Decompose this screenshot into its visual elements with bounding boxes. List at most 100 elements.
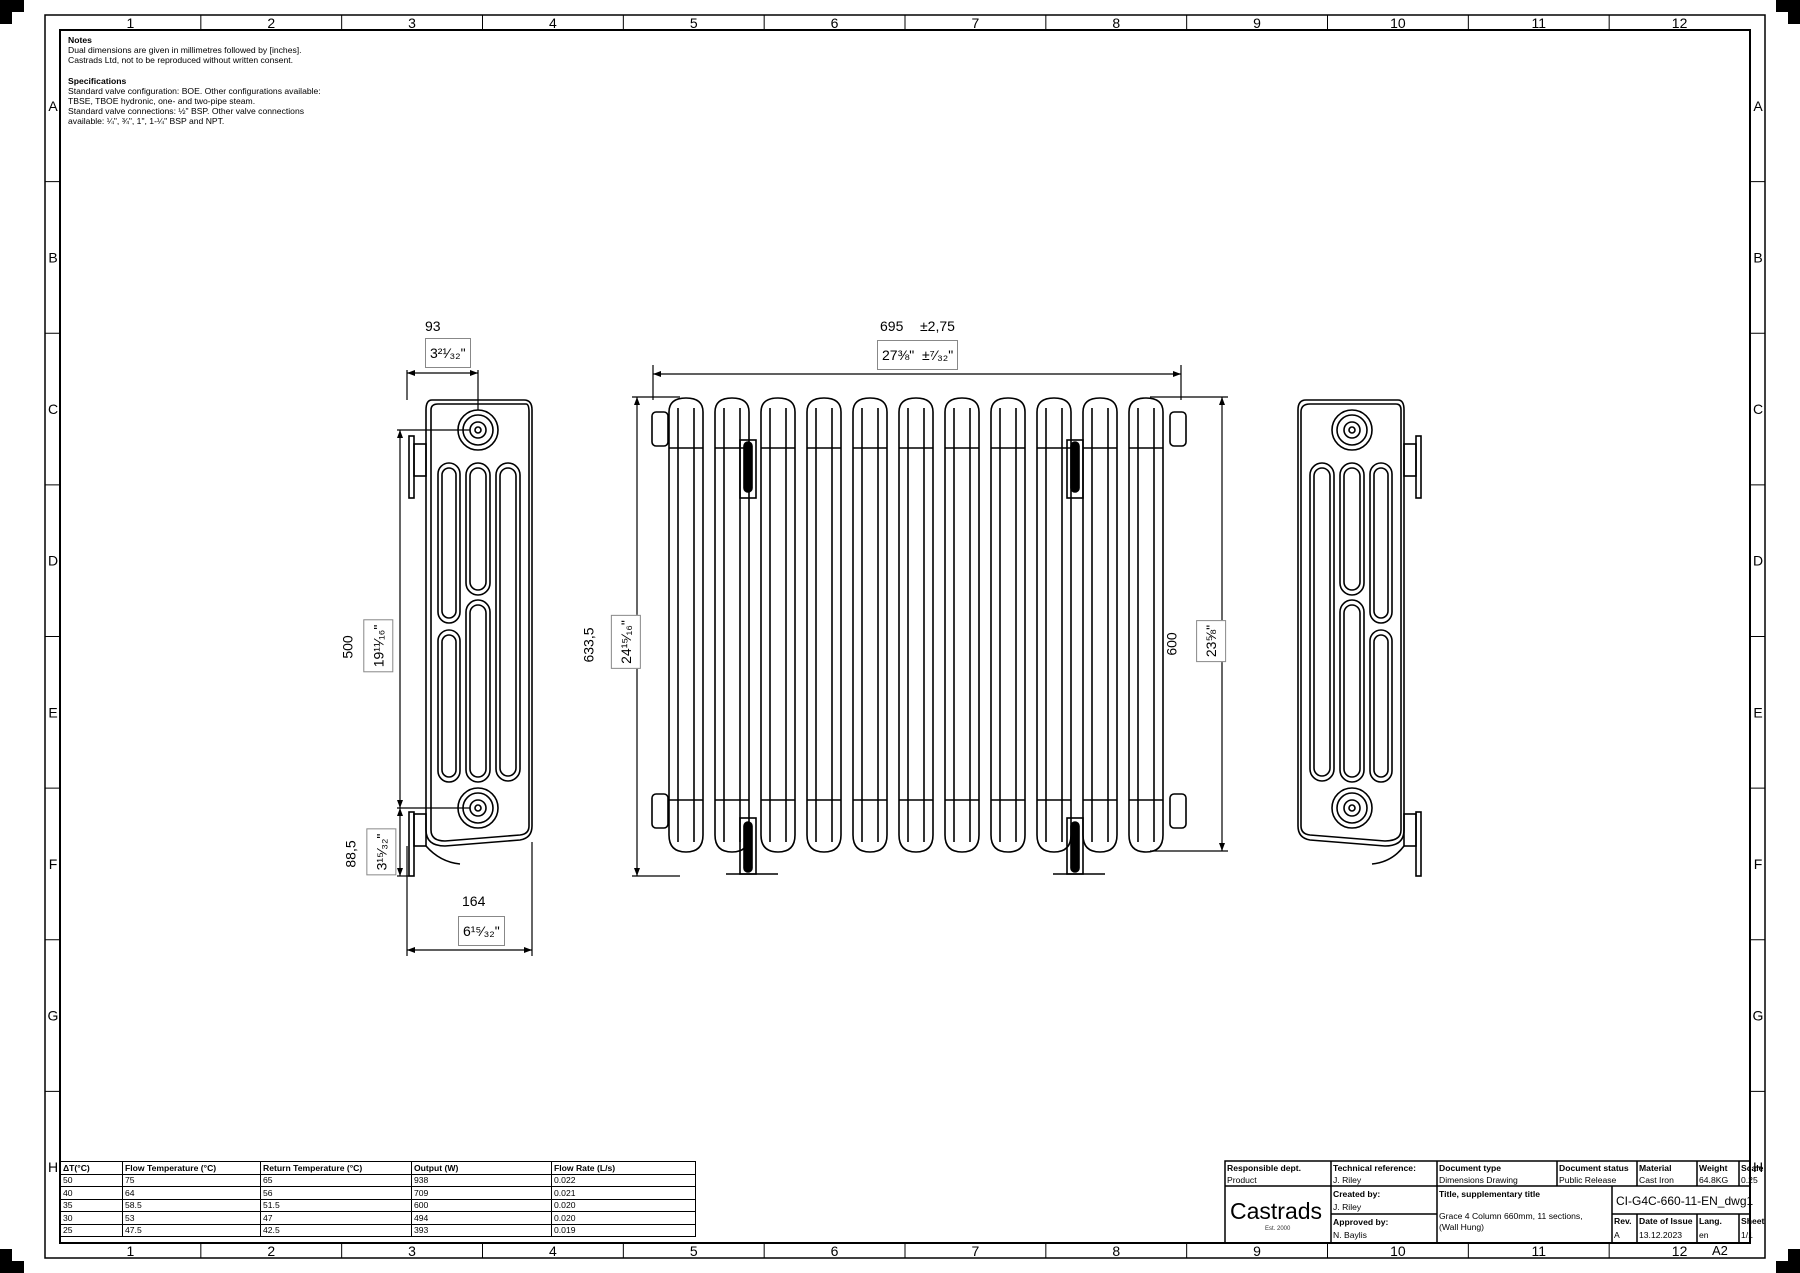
dim-width-tol-mm: ±2,75 <box>920 318 955 334</box>
rev-label: Rev. <box>1614 1216 1632 1226</box>
document-type: Dimensions Drawing <box>1439 1175 1518 1185</box>
grid-row-label: F <box>49 856 58 872</box>
table-cell: 58.5 <box>122 1198 261 1212</box>
table-row: 50 75 65 938 0.022 <box>60 1173 696 1187</box>
table-cell: 709 <box>411 1186 552 1200</box>
radiator-section <box>760 397 796 853</box>
radiator-section <box>1036 397 1072 853</box>
grid-col-label: 7 <box>972 15 980 31</box>
grid-col-label: 4 <box>549 1243 557 1259</box>
plug-right-top <box>1169 411 1187 447</box>
spec-line: available: ¼", ¾", 1", 1-¼" BSP and NPT. <box>68 116 225 127</box>
dim-centres-in: 19¹¹⁄₁₆" <box>363 619 394 673</box>
table-cell: 0.020 <box>551 1211 696 1225</box>
date-of-issue: 13.12.2023 <box>1639 1230 1683 1240</box>
grid-col-label: 5 <box>690 15 698 31</box>
date-label: Date of Issue <box>1639 1216 1693 1226</box>
table-cell: 50 <box>60 1173 123 1187</box>
title-line2: (Wall Hung) <box>1439 1222 1485 1232</box>
grid-col-label: 3 <box>408 15 416 31</box>
table-cell: 56 <box>260 1186 412 1200</box>
grid-col-label: 11 <box>1531 15 1546 31</box>
responsible-dept-label: Responsible dept. <box>1227 1163 1302 1173</box>
table-cell: 75 <box>122 1173 261 1187</box>
table-cell: 393 <box>411 1223 552 1237</box>
radiator-section <box>990 397 1026 853</box>
grid-col-label: 6 <box>831 15 839 31</box>
table-cell: 0.021 <box>551 1186 696 1200</box>
radiator-section <box>944 397 980 853</box>
table-cell: 65 <box>260 1173 412 1187</box>
table-row: 30 53 47 494 0.020 <box>60 1211 696 1225</box>
dim-width-in: 27⅜" ±⁷⁄₃₂" <box>877 340 959 370</box>
valve-left-top <box>651 411 669 447</box>
table-cell: 494 <box>411 1211 552 1225</box>
dim-height2-mm: 600 <box>1163 632 1180 656</box>
grid-col-label: 2 <box>267 15 275 31</box>
scale: 0.25 <box>1741 1175 1758 1185</box>
grid-col-label: 2 <box>267 1243 275 1259</box>
grid-col-label: 5 <box>690 1243 698 1259</box>
header-flow-temp: Flow Temperature (°C) <box>122 1161 261 1175</box>
table-cell: 0.019 <box>551 1223 696 1237</box>
front-view <box>651 397 1187 875</box>
table-cell: 64 <box>122 1186 261 1200</box>
table-cell: 25 <box>60 1223 123 1237</box>
grid-row-label: A <box>1753 98 1763 114</box>
side-view-left <box>408 399 533 877</box>
grid-row-label: F <box>1754 856 1763 872</box>
grid-col-label: 12 <box>1672 15 1688 31</box>
spec-line: Standard valve connections: ½" BSP. Othe… <box>68 106 305 117</box>
responsible-dept: Product <box>1227 1175 1257 1185</box>
document-status-label: Document status <box>1559 1163 1629 1173</box>
header-delta-t: ΔT(°C) <box>60 1161 123 1175</box>
dim-bottom-in: 3¹⁵⁄₃₂" <box>366 828 397 876</box>
table-cell: 938 <box>411 1173 552 1187</box>
dim-height-in: 24¹⁵⁄₁₆" <box>610 615 641 669</box>
approved-by-label: Approved by: <box>1333 1217 1389 1227</box>
table-cell: 0.022 <box>551 1173 696 1187</box>
document-type-label: Document type <box>1439 1163 1502 1173</box>
header-return-temp: Return Temperature (°C) <box>260 1161 412 1175</box>
weight: 64.8KG <box>1699 1175 1729 1185</box>
technical-reference: J. Riley <box>1333 1175 1362 1185</box>
grid-col-label: 6 <box>831 1243 839 1259</box>
dim-width-in-value: 27⅜" <box>882 347 915 363</box>
grid-col-label: 10 <box>1390 15 1406 31</box>
table-cell: 0.020 <box>551 1198 696 1212</box>
table-cell: 47 <box>260 1211 412 1225</box>
table-cell: 600 <box>411 1198 552 1212</box>
notes-line: Dual dimensions are given in millimetres… <box>68 45 302 56</box>
radiator-section <box>898 397 934 853</box>
table-header-row: ΔT(°C) Flow Temperature (°C) Return Temp… <box>60 1161 696 1175</box>
spec-line: TBSE, TBOE hydronic, one- and two-pipe s… <box>68 96 256 107</box>
weight-label: Weight <box>1699 1163 1728 1173</box>
grid-row-label: H <box>48 1159 58 1175</box>
radiator-section <box>668 397 704 853</box>
notes-heading: Notes <box>68 35 92 45</box>
grid-row-label: H <box>1753 1159 1763 1175</box>
grid-row-label: B <box>1753 249 1762 265</box>
grid-col-label: 10 <box>1390 1243 1406 1259</box>
dim-depth-top-mm: 93 <box>425 318 441 334</box>
title-line1: Grace 4 Column 660mm, 11 sections, <box>1439 1211 1583 1221</box>
material: Cast Iron <box>1639 1175 1674 1185</box>
wall-bracket <box>739 439 757 499</box>
title-block-lines <box>1224 1160 1751 1244</box>
header-flow-rate: Flow Rate (L/s) <box>551 1161 696 1175</box>
dim-height-mm: 633,5 <box>580 627 597 663</box>
side-view-right <box>1297 399 1422 877</box>
radiator-section <box>1082 397 1118 853</box>
dim-bottom-mm: 88,5 <box>342 840 359 868</box>
table-cell: 30 <box>60 1211 123 1225</box>
castrads-logo: Castrads <box>1230 1198 1323 1224</box>
header-output: Output (W) <box>411 1161 552 1175</box>
outer-frame <box>44 14 1766 1259</box>
spec-line: Standard valve configuration: BOE. Other… <box>68 85 321 96</box>
dim-centres-mm: 500 <box>339 635 356 659</box>
sheet-number: 1/1 <box>1741 1230 1753 1240</box>
table-cell: 40 <box>60 1186 123 1200</box>
created-by: J. Riley <box>1333 1202 1362 1212</box>
dim-depth-mm: 164 <box>462 893 486 909</box>
